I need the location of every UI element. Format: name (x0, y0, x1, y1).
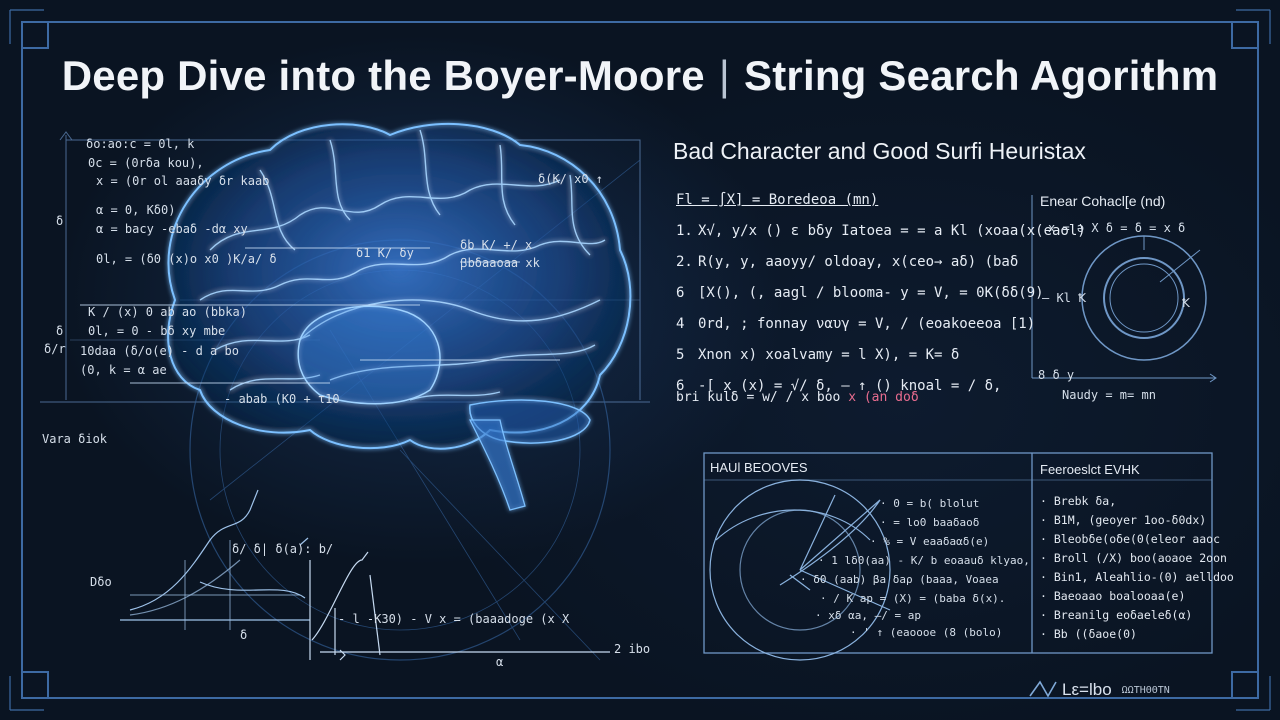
bullet-item: · Bin1, Aleahlio-(0) aelldoo (1040, 570, 1234, 584)
equation-line: 1. X√, y/x () ε bδy Iatoea = = a Kl (xoaa… (676, 223, 1086, 254)
equation-text: R(y, y, aaoyy/ oldoay, x(ceo→ aδ) (baδ (698, 254, 1019, 270)
left-note: 10daa (δ/o(e) - d a bo (80, 344, 239, 358)
equation-line: 5 Xnon x) xoalvamy = l X), = K= δ (676, 347, 1036, 378)
bullet-item: · Broll (/X) boo(aoaoe 2oon (1040, 551, 1227, 565)
title-right: String Search Agorithm (744, 52, 1219, 99)
equation-line: 6 [X(), (, aagl / blooma- y = V, = 0K(δδ(… (676, 285, 1044, 316)
equation-line: 6 -[ x (x) = √/ δ, — ↑ () knoal = / δ, (676, 378, 1036, 409)
logo-text: Lε=lbo (1062, 680, 1112, 699)
bullet-item: · Bleobδe(oδe(0(eleor aaoc (1040, 532, 1221, 546)
circle-panel-equation: x = ə X δ = δ = x δ (1048, 221, 1186, 235)
circle-panel-right-mark: Ꝁ (1182, 296, 1190, 310)
circle-panel-caption: Naudy = m= mn (1062, 388, 1156, 402)
left-axis-label-2: δ (56, 324, 64, 338)
brain-formula-lines (80, 247, 560, 384)
brain-sub-tag: ꞵbδaaoaa xk (460, 256, 540, 270)
left-axis-label-3: δ/r (44, 342, 66, 356)
gauge-annotation: · ' ↑ (eaoooe (8 (bolo) (850, 626, 1003, 639)
equation-number: 1. (676, 223, 693, 239)
bullet-item: · Breanilg eoδaeleδ(α) (1040, 608, 1193, 622)
bottom-panel-left-title: HAUl BEOOVES (710, 460, 808, 475)
logo-icon (1026, 682, 1056, 698)
bottom-right-label: 2 ibo (614, 642, 651, 656)
left-note: α = bacy -ebaδ -dα xy (96, 222, 248, 236)
gauge-annotation: · = lo0 baaδaοδ (880, 516, 980, 529)
equation-header: Fl = ∫X] = Boredeoa (mn) (676, 192, 879, 208)
equation-number: 6 (676, 285, 685, 301)
brain-top-tag: δ(K/ x0 ↑ (538, 172, 604, 186)
brain-tag-2: δb K/ +/ x (460, 238, 533, 252)
left-note: α = 0, Kδ0) (96, 203, 176, 217)
gauge-annotation: · 1 lδ0(aa) - K/ b eoaauδ klyaο, (818, 554, 1030, 567)
equation-number: 5 (676, 347, 685, 363)
bottom-panel-right-title: Feeroeslct EVHK (1040, 462, 1140, 477)
equation-tail-highlight: x (an doδ (848, 390, 919, 405)
bottom-left-label: Dδo (90, 575, 112, 589)
gauge-annotation: · / K ap = (X) = (baba δ(x). (820, 592, 1006, 605)
gauge-annotation: · 0 = b( blolut (880, 497, 980, 510)
equation-line: 4 0rd, ; fonnay ναυγ = V, / (eoakoeeoa [1… (676, 316, 1036, 347)
brain-tag-1: δ1 K/ δy (356, 246, 414, 260)
left-note: K / (x) 0 ab ao (bbka) (88, 305, 247, 319)
bottom-left-chart (120, 489, 310, 630)
circle-panel-left-mark: – Kl Ꝁ (1042, 291, 1086, 305)
equation-text: Xnon x) xoalvamy = l X), = K= δ (698, 347, 960, 363)
center-gauge-label: - abab (K0 + τ10 (224, 392, 340, 406)
circle-panel-title: Enear Cohacl[e (nd) (1040, 193, 1166, 209)
title-separator: | (718, 52, 730, 99)
bullet-item: · Bb ((δaoe(0) (1040, 627, 1137, 641)
equation-tail-text: bri kulδ = w/ / x boo (676, 390, 841, 405)
equation-number: 2. (676, 254, 693, 270)
left-note: δo:ao:c = 0l, k (86, 137, 195, 151)
equation-number: 6 (676, 378, 685, 394)
slide-title: Deep Dive into the Boyer-Moore | String Se… (0, 52, 1280, 100)
title-left: Deep Dive into the Boyer-Moore (61, 52, 705, 99)
logo-subtext: ΩΩΤΗΘΘΤΝ (1121, 684, 1170, 696)
bottom-axis-a: δ (240, 628, 248, 642)
subtitle: Bad Character and Good Surfi Heuristax (673, 138, 1086, 164)
bullet-list: · Brebk δa, · B1M, (geoyer 1oo-δ0dx) · B… (1040, 494, 1234, 646)
equation-line: 2. R(y, y, aaoyy/ oldoay, x(ceo→ aδ) (baδ (676, 254, 1036, 285)
bullet-item: · Baeoaao boalooaa(e) (1040, 589, 1186, 603)
bullet-item: · Brebk δa, (1040, 494, 1117, 508)
gauge-annotation: · % = V eaaδaαδ(e) (870, 535, 990, 548)
equation-text: -[ x (x) = √/ δ, — ↑ () knoal = / δ, (698, 378, 1002, 394)
bottom-mid-chart (309, 551, 610, 661)
left-note: (0, k = α ae (80, 363, 167, 377)
gauge-annotation: · δ0 (aab) βa δaρ (baaa, Voaea (800, 573, 999, 586)
equation-number: 4 (676, 316, 685, 332)
bottom-panel-frame (703, 452, 1213, 654)
bottom-gauge (709, 479, 891, 661)
bullet-item: · B1M, (geoyer 1oo-δ0dx) (1040, 513, 1207, 527)
brand-logo: Lε=lbo ΩΩΤΗΘΘΤΝ (1026, 680, 1170, 700)
outer-frame (9, 9, 1271, 711)
left-note: x = (0r ol aaaδy δr kaab (96, 174, 270, 188)
equation-text: 0rd, ; fonnay ναυγ = V, / (eoakoeeoa [1) (698, 316, 1036, 332)
logo-mark-graphic (1029, 680, 1057, 698)
gauge-annotation: · xδ αa, —/ = ap (815, 609, 921, 622)
bottom-axis-b: α (496, 655, 504, 669)
left-note: 0l, = 0 - bδ xy mbe (88, 324, 226, 338)
circle-panel-axis-label: 8 δ y (1038, 368, 1075, 382)
left-note: 0l, = (δ0 (x)o x0 )K/a/ δ (96, 252, 277, 266)
equation-text: [X(), (, aagl / blooma- y = V, = 0K(δδ(9… (698, 285, 1044, 301)
brain-wireframe (167, 122, 632, 511)
chart-top-label: δ/ δ| δ(a): b/ (232, 542, 334, 556)
equation-tail: bri kulδ = w/ / x boo x (an doδ (676, 390, 919, 405)
left-axis-label: δ (56, 214, 64, 228)
bottom-formula: - l -K30) - V x = (baaadoge (x X (338, 612, 570, 626)
equation-text: X√, y/x () ε bδy Iatoea = = a Kl (xoaa(x… (698, 223, 1086, 239)
vara-block-label: Vara δiok (42, 432, 108, 446)
circle-panel-graphics (1031, 195, 1217, 383)
left-note: 0c = (0rδa kou), (88, 156, 204, 170)
equation-list: Fl = ∫X] = Boredeoa (mn) 1. X√, y/x () ε … (676, 192, 1086, 409)
